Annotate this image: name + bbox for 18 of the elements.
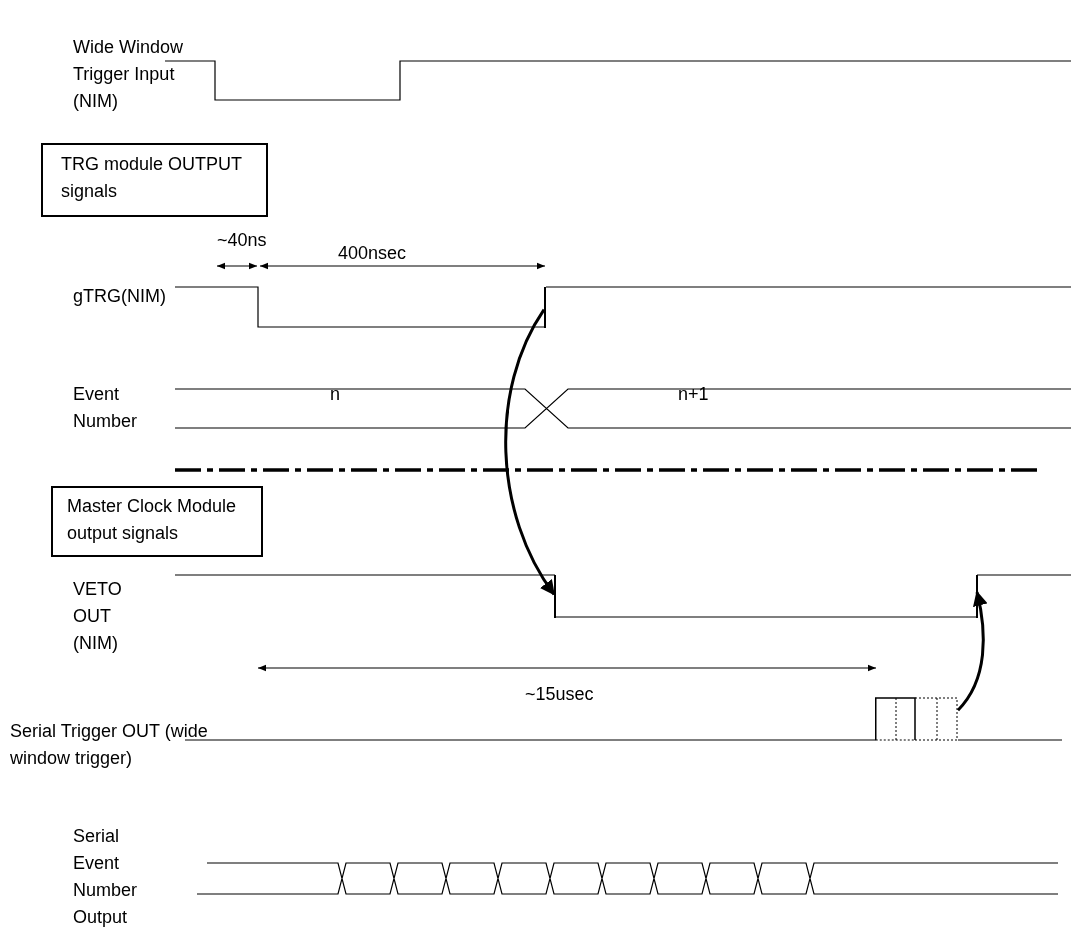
- signal-label: ~15usec: [525, 683, 594, 706]
- signal-label: Event Number: [73, 383, 138, 433]
- box-title: TRG module OUTPUT signals: [61, 153, 243, 203]
- signal-label: n: [330, 383, 340, 406]
- signal-label: Wide Window Trigger Input (NIM): [73, 36, 185, 113]
- group-title-box: [41, 143, 268, 217]
- signal-label: 400nsec: [338, 242, 407, 265]
- curved-arrow: [504, 308, 556, 596]
- signal-label: gTRG(NIM): [73, 285, 166, 308]
- signal-label: Serial Trigger OUT (wide window trigger): [10, 720, 209, 770]
- group-title-box: [51, 486, 263, 557]
- box-title: Master Clock Module output signals: [67, 495, 238, 545]
- signal-label: Serial Event Number Output: [73, 825, 137, 929]
- signal-label: n+1: [678, 383, 709, 406]
- curved-arrow: [956, 590, 988, 712]
- signal-label: ~40ns: [217, 229, 267, 252]
- signal-label: VETO OUT (NIM): [73, 578, 122, 655]
- pulse-drawing: [875, 697, 958, 741]
